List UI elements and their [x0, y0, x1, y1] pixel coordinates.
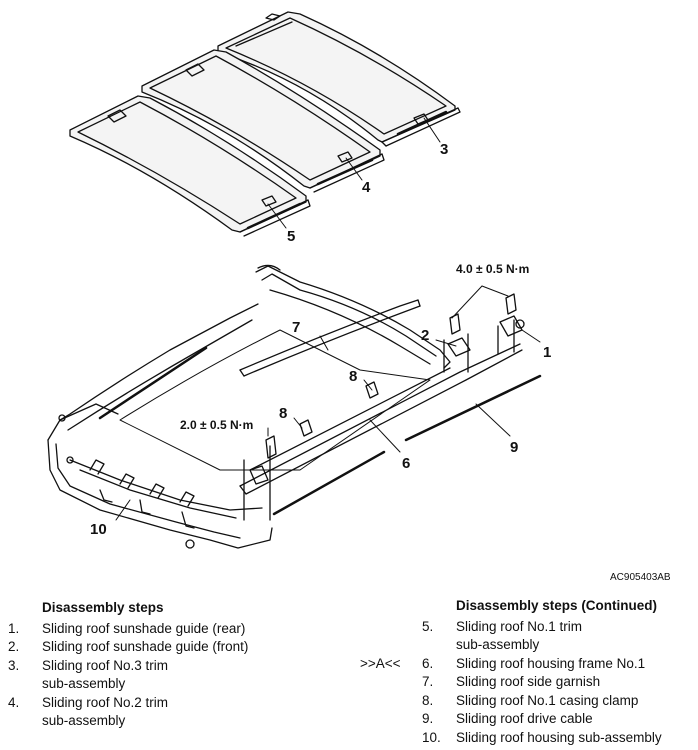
figure-code: AC905403AB: [610, 572, 671, 583]
torque-label-upper: 4.0 ± 0.5 N·m: [456, 262, 529, 276]
callout-6: 6: [402, 455, 410, 472]
side-garnish: [239, 299, 419, 371]
drive-cable: [404, 374, 542, 442]
callout-1: 1: [543, 344, 551, 361]
callout-4: 4: [362, 179, 371, 196]
callout-7: 7: [292, 319, 300, 336]
callout-9: 9: [510, 439, 518, 456]
callout-3: 3: [440, 141, 448, 158]
trim-panel-3: [217, 11, 461, 147]
callout-8-right: 8: [349, 368, 357, 385]
reference-mark: >>A<<: [360, 655, 401, 671]
trim-panel-5: [69, 95, 311, 237]
callout-8-left: 8: [279, 405, 287, 422]
housing-sub-assembly: [47, 264, 523, 549]
torque-label-lower: 2.0 ± 0.5 N·m: [180, 418, 253, 432]
step-item: 7.Sliding roof side garnish: [422, 674, 601, 689]
step-item: 8.Sliding roof No.1 casing clamp: [422, 692, 639, 708]
trim-panel-4: [141, 49, 385, 193]
disassembly-steps-left: Disassembly steps 1.Sliding roof sunshad…: [8, 599, 338, 731]
steps-title-continued: Disassembly steps (Continued): [456, 598, 658, 613]
disassembly-steps-right: Disassembly steps (Continued) 5.Sliding …: [360, 597, 694, 747]
step-item: 2.Sliding roof sunshade guide (front): [8, 639, 249, 654]
step-item: 1.Sliding roof sunshade guide (rear): [8, 620, 246, 636]
step-item: 9.Sliding roof drive cable: [422, 711, 593, 726]
left-strip: [98, 346, 208, 420]
steps-title: Disassembly steps: [42, 600, 164, 615]
callout-5: 5: [287, 228, 295, 245]
exploded-view-diagram: 3 4 5 4.0 ± 0.5 N·m 1 2 7 8 8 2.0 ± 0.5 …: [47, 11, 671, 583]
callout-2: 2: [421, 327, 429, 344]
step-item: 10.Sliding roof housing sub-assembly: [422, 729, 662, 745]
step-item: >>A<<6.Sliding roof housing frame No.1: [360, 655, 694, 674]
callout-10: 10: [90, 521, 107, 538]
